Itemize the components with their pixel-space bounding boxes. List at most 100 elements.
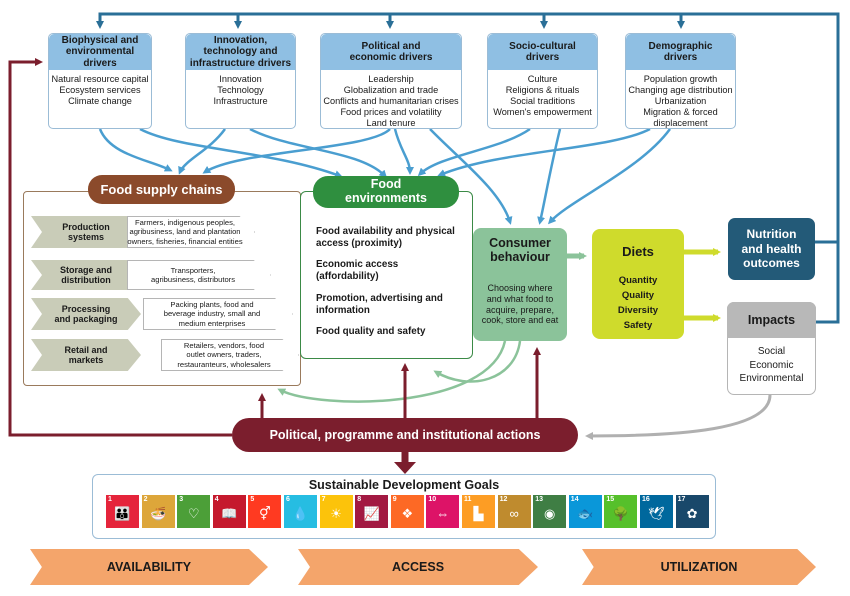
nutrition-title-line: outcomes [743, 256, 800, 271]
driver-title: infrastructure drivers [189, 57, 292, 69]
food-env-item-line: (affordability) [316, 271, 379, 283]
driver-item: Culture [527, 74, 558, 84]
sdg-goal-number: 11 [464, 496, 472, 503]
sdg-goal-11: 11▙ [462, 495, 495, 528]
sdg-goal-number: 15 [606, 496, 615, 503]
sdg-goal-number: 13 [535, 496, 543, 503]
sdg-goal-number: 5 [250, 496, 255, 503]
driver-title: drivers [83, 57, 117, 69]
sdg-goal-15: 15 🌳 [604, 495, 638, 528]
driver-item: Infrastructure [213, 96, 268, 107]
consumer-behaviour-text: Choosing where and what food to acquire,… [473, 283, 567, 326]
sdg-goal-icon: 💧 [292, 506, 309, 521]
food-env-item-promotion: Promotion, advertising and information [316, 293, 443, 317]
sdg-title: Sustainable Development Goals [308, 478, 500, 492]
sdg-goal-number: 1 [108, 496, 112, 503]
food-env-item-line: access (proximity) [316, 238, 403, 250]
consumer-title-line: behaviour [490, 250, 550, 265]
stage-label: systems [67, 232, 105, 242]
stage-text: outlet owners, traders, [186, 350, 262, 360]
driver-title: Biophysical and [61, 34, 139, 46]
driver-item: Women's empowerment [493, 107, 592, 118]
sdg-goal-number: 10 [428, 496, 437, 503]
impact-item: Economic [749, 359, 794, 371]
driver-item: Conflicts and humanitarian crises [323, 96, 459, 107]
consumer-text-line: acquire, prepare, [485, 304, 555, 315]
driver-political: Political and economic drivers Leadershi… [320, 33, 462, 129]
driver-item: Globalization and trade [343, 85, 439, 96]
driver-item: Food prices and volatility [340, 107, 442, 118]
pillar-utilization: UTILIZATION [582, 549, 816, 585]
driver-title: environmental [65, 46, 135, 58]
impacts-list: Social Economic Environmental [727, 345, 816, 386]
sdg-goal-number: 4 [214, 496, 219, 503]
sdg-goal-number: 3 [179, 496, 184, 503]
stage-text: beverage industry, small and [163, 309, 261, 319]
driver-item: Natural resource capital [51, 74, 149, 84]
food-environments-title: Food environments [313, 176, 459, 208]
nutrition-title-line: and health [741, 241, 802, 256]
sdg-goal-icon: 🐟 [577, 506, 594, 521]
consumer-text-line: cook, store and eat [481, 315, 559, 326]
driver-title: economic drivers [349, 52, 433, 63]
food-env-item-line: information [316, 305, 370, 317]
stage-text: agribusiness, distributors [151, 275, 235, 284]
driver-item: Social traditions [510, 96, 575, 107]
sdg-goal-8: 8📈 [355, 495, 389, 528]
driver-title: drivers [663, 52, 698, 63]
stage-label: Retail and [64, 344, 108, 355]
sdg-goal-number: 17 [677, 496, 686, 503]
food-env-item-line: Food quality and safety [316, 326, 426, 337]
stage-label: markets [68, 355, 104, 365]
driver-item: Climate change [68, 96, 132, 107]
nutrition-title-line: Nutrition [746, 227, 797, 242]
driver-item: Ecosystem services [59, 85, 141, 96]
driver-title: Socio-cultural [509, 40, 576, 52]
sdg-goal-number: 16 [642, 496, 650, 503]
impact-item: Environmental [739, 373, 804, 384]
stage-text: Farmers, indigenous peoples, [134, 218, 236, 228]
consumer-behaviour-panel [473, 228, 567, 341]
sdg-goal-number: 7 [321, 496, 326, 503]
driver-item: Changing age distribution [628, 85, 733, 96]
driver-title: Demographic [648, 40, 713, 52]
sdg-goal-4: 4📖 [212, 495, 246, 528]
driver-title: Political and [361, 40, 421, 52]
food-env-item-line: Promotion, advertising and [316, 293, 443, 304]
sdg-goal-icon: ☀ [330, 506, 342, 521]
stage-text: owners, fisheries, financial entities [127, 236, 243, 246]
sdg-goal-icon: ∞ [509, 506, 519, 521]
food-supply-chains-title: Food supply chains [88, 175, 235, 204]
sdg-goal-icon: 🌳 [612, 506, 629, 521]
nutrition-outcomes-box: Nutrition and health outcomes [728, 218, 815, 280]
sdg-goal-17: 17✿ [675, 495, 709, 528]
consumer-behaviour-title: Consumer behaviour [473, 236, 567, 265]
food-env-item-availability: Food availability and physical access (p… [316, 226, 455, 250]
food-env-item-economic: Economic access (affordability) [316, 259, 398, 283]
sdg-goal-7: 7☀ [319, 495, 353, 528]
diets-title: Diets [622, 244, 654, 259]
sdg-goal-icon: 🍜 [150, 506, 167, 521]
sdg-goal-icon: ❖ [401, 506, 414, 521]
sdg-goal-icon: ⚥ [259, 506, 271, 521]
food-env-item-quality: Food quality and safety [316, 326, 425, 338]
driver-title: drivers [525, 52, 560, 63]
food-env-item-line: Economic access [316, 259, 399, 270]
sdg-goal-number: 12 [499, 496, 508, 503]
driver-item: Land tenure [366, 118, 416, 129]
driver-item: Migration & forced [643, 107, 718, 118]
driver-socio-cultural: Socio-cultural drivers Culture Religions… [487, 33, 598, 129]
food-environments-title-line: environments [345, 191, 427, 205]
driver-item: Leadership [368, 74, 414, 84]
diets-panel [592, 229, 684, 339]
sdg-goal-16: 16 🕊 [640, 495, 673, 528]
stage-text: Retailers, vendors, food [183, 341, 265, 351]
sdg-goal-icon: 🕊 [648, 506, 665, 521]
sdg-goal-number: 2 [143, 496, 148, 503]
sdg-goal-13: 13◉ [533, 495, 567, 528]
sdg-goal-2: 2🍜 [141, 495, 175, 528]
driver-item: Innovation [219, 74, 262, 84]
sdg-goal-icon: ▙ [473, 506, 484, 521]
consumer-title-line: Consumer [489, 236, 551, 250]
sdg-goal-3: 3♡ [177, 495, 211, 528]
